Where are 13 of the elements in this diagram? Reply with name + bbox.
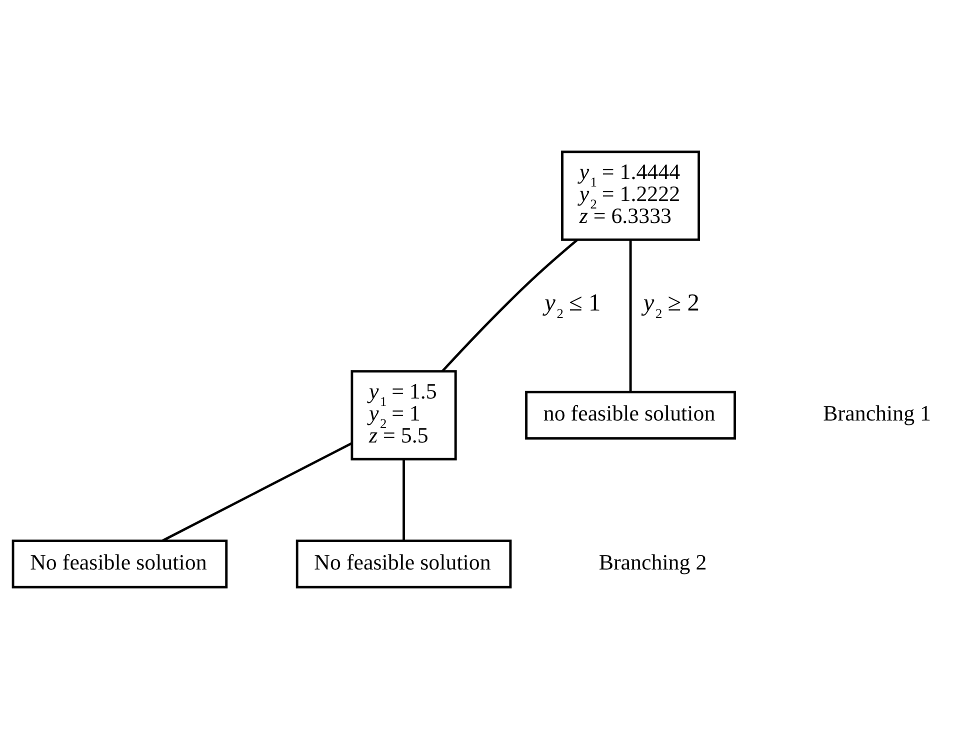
edge-label: y$_{2}$ ≥ 2 xyxy=(643,288,700,320)
connector xyxy=(442,238,578,372)
node-box: no feasible solution xyxy=(525,390,736,440)
label: Branching 1 xyxy=(823,400,932,426)
node-box: No feasible solution xyxy=(296,539,512,588)
edge-label: y$_{2}$ ≤ 1 xyxy=(544,288,601,320)
connector xyxy=(402,458,405,540)
node-box: y$_{1}$ = 1.5 y$_{2}$ = 1 z = 5.5 xyxy=(350,370,457,460)
connector xyxy=(162,442,352,542)
node-box: No feasible solution xyxy=(12,539,228,588)
connector xyxy=(629,239,632,392)
node-box: y$_{1}$ = 1.4444 y$_{2}$ = 1.2222 z = 6.3333 xyxy=(561,150,700,240)
label: Branching 2 xyxy=(598,548,707,574)
